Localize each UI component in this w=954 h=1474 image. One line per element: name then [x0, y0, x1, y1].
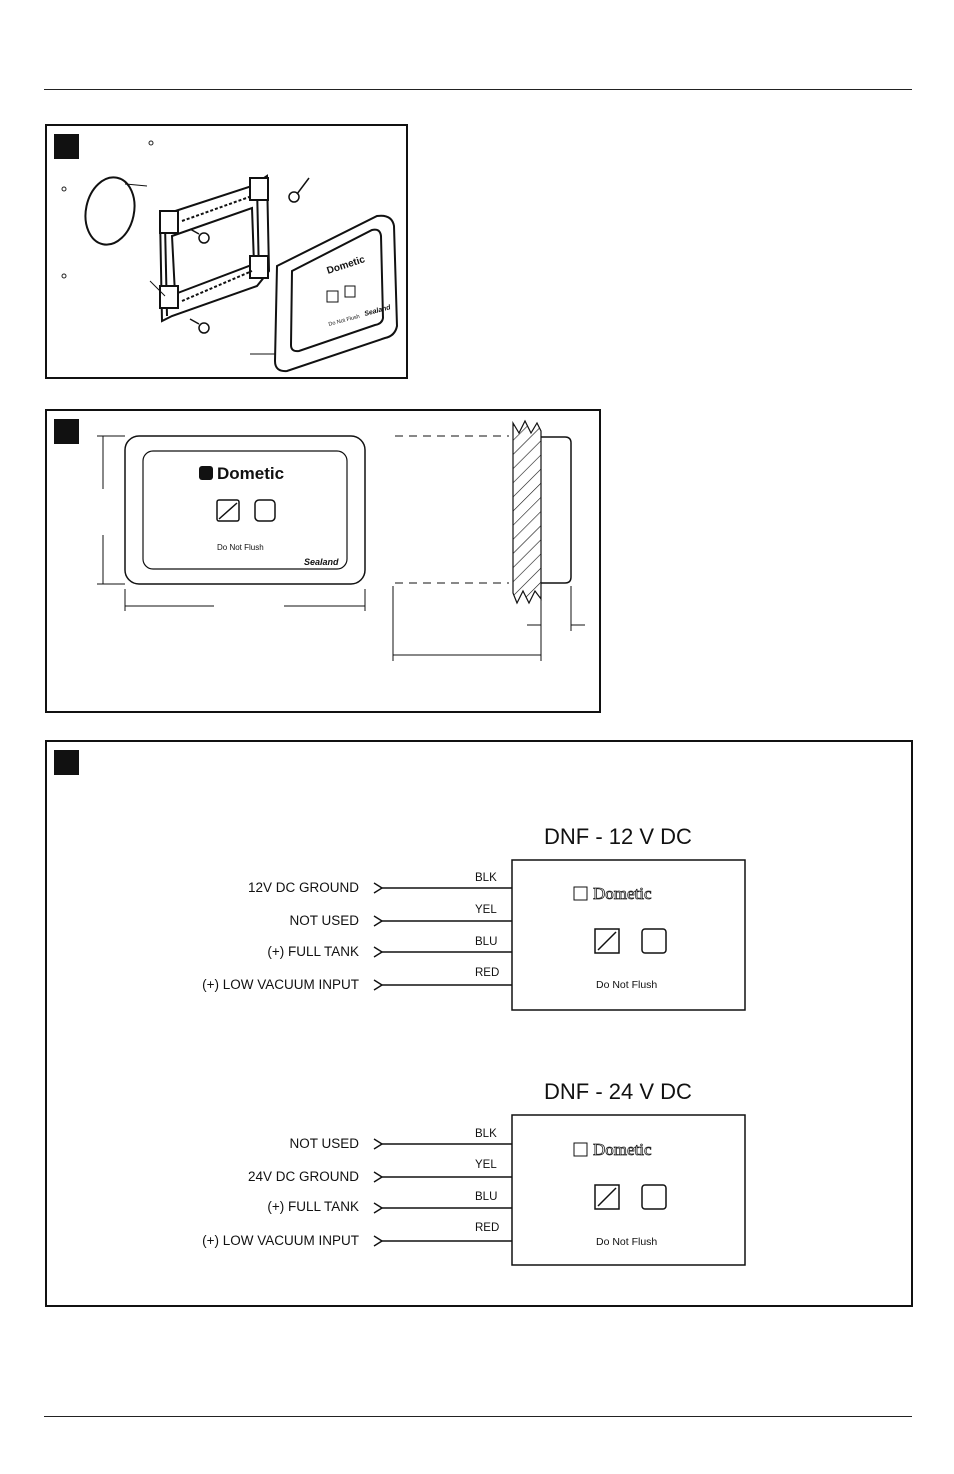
- unit-label-12v: Do Not Flush: [596, 979, 657, 991]
- dometic-logo-icon: [199, 466, 213, 480]
- front-brand: Dometic: [217, 464, 284, 483]
- front-label: Do Not Flush: [217, 543, 264, 552]
- wire-name: (+) LOW VACUUM INPUT: [202, 1233, 359, 1248]
- unit-button-12v: [642, 929, 666, 953]
- unit-brand-12v: Dometic: [593, 884, 652, 903]
- unit-brand-24v: Dometic: [593, 1140, 652, 1159]
- wire-name: 24V DC GROUND: [248, 1169, 359, 1184]
- wire-name: NOT USED: [289, 1136, 359, 1151]
- figure-panel-dimensions: Dometic Do Not Flush Sealand: [45, 409, 601, 713]
- wire-color: YEL: [475, 1159, 497, 1171]
- wire-color: BLU: [475, 1191, 497, 1203]
- mounting-illustration: Dometic Do Not Flush Sealand: [47, 126, 410, 381]
- wire-color: RED: [475, 967, 499, 979]
- dometic-logo-icon: [574, 887, 587, 900]
- wire-color: BLK: [475, 872, 497, 884]
- wiring-diagram: DNF - 12 V DC Dometic Do Not Flush 12V D…: [47, 742, 915, 1309]
- unit-label-24v: Do Not Flush: [596, 1236, 657, 1248]
- faceplate: [275, 216, 397, 371]
- wire-name: (+) FULL TANK: [267, 944, 359, 959]
- mounting-frame: [160, 176, 269, 321]
- unit-title-12v: DNF - 12 V DC: [544, 824, 692, 849]
- wall-section: [513, 421, 541, 603]
- unit-title-24v: DNF - 24 V DC: [544, 1079, 692, 1104]
- top-rule: [44, 89, 912, 90]
- plate-side: [541, 437, 571, 583]
- wire-color: YEL: [475, 904, 497, 916]
- dometic-logo-icon: [574, 1143, 587, 1156]
- wire-color: BLK: [475, 1128, 497, 1140]
- wire-name: (+) LOW VACUUM INPUT: [202, 977, 359, 992]
- figure-panel-wiring: DNF - 12 V DC Dometic Do Not Flush 12V D…: [45, 740, 913, 1307]
- figure-panel-mounting: Dometic Do Not Flush Sealand: [45, 124, 408, 379]
- wires-12v: 12V DC GROUND BLK NOT USED YEL (+) FULL …: [202, 872, 512, 992]
- wire-color: RED: [475, 1222, 499, 1234]
- wire-color: BLU: [475, 936, 497, 948]
- dimension-drawing: Dometic Do Not Flush Sealand: [47, 411, 603, 715]
- wire-name: NOT USED: [289, 913, 359, 928]
- wire-name: (+) FULL TANK: [267, 1199, 359, 1214]
- unit-button-24v: [642, 1185, 666, 1209]
- wires-24v: NOT USED BLK 24V DC GROUND YEL (+) FULL …: [202, 1128, 512, 1248]
- front-logo: Sealand: [304, 557, 339, 567]
- bottom-rule: [44, 1416, 912, 1417]
- wire-name: 12V DC GROUND: [248, 880, 359, 895]
